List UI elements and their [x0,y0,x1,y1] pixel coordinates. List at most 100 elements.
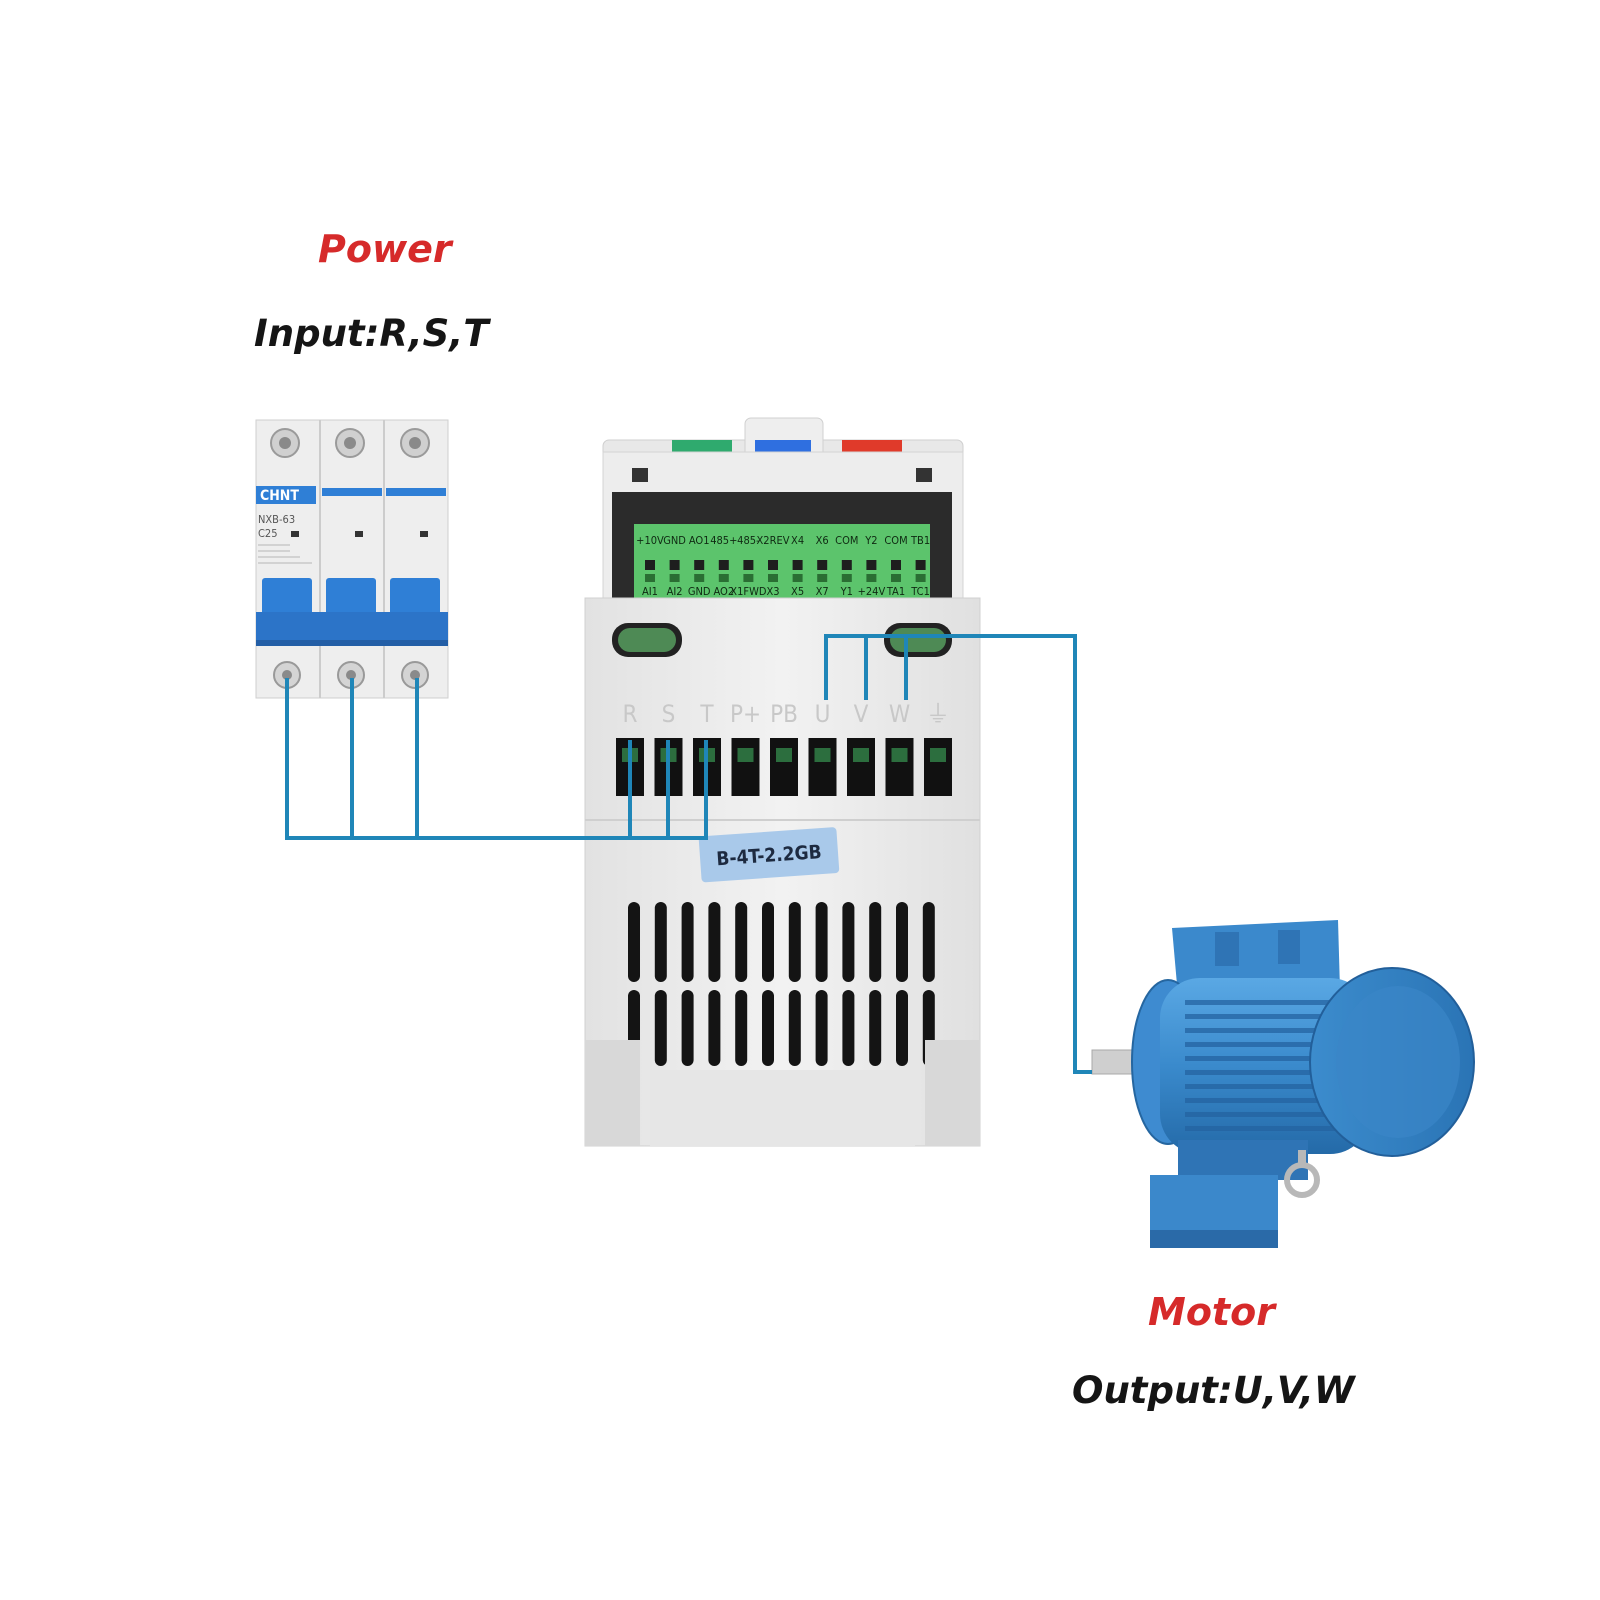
blue-key [755,440,811,452]
breaker-toggles [256,578,448,646]
breaker-bottom-screws [273,661,429,689]
control-terminal-label: X7 [816,585,829,598]
breaker-brand-plate [256,486,316,504]
power-terminal-label: V [854,700,869,728]
fin [1185,1028,1355,1033]
power-terminal-label: S [662,700,676,728]
wiring [285,634,1092,1074]
vent-slot [762,990,774,1066]
cooling-vents [628,902,935,1066]
breaker-rating: C25 [258,527,278,540]
breaker-brand: CHNT [260,488,299,504]
control-terminal-label: 485+ [710,534,737,547]
control-terminal-label: Y1 [840,585,853,598]
control-terminal-label: +24V [858,585,886,598]
fin [1185,1014,1355,1019]
control-terminal-label: GND [688,585,711,598]
vent-slot [654,990,667,1066]
vent-slot [654,902,667,982]
terminal-screw [891,748,908,762]
control-terminal-label: AI1 [642,585,658,598]
vent-slot [628,902,640,982]
power-terminal-label: T [699,700,714,728]
control-terminal-label: TC1 [910,585,930,598]
power-terminal-slot [924,738,952,796]
power-terminal-slot [847,738,875,796]
green-key [672,440,732,452]
wire-input-t [285,678,708,840]
control-terminal-label: X2REV [757,534,790,547]
motor-title: Motor [1148,1290,1275,1334]
control-terminal-label: TA1 [886,585,905,598]
red-key [842,440,902,452]
control-terminal-label: X4 [791,534,804,547]
circuit-breaker: CHNT NXB-63 C25 [255,419,449,699]
vent-slot [869,990,882,1066]
vent-slot [896,990,908,1066]
control-terminal-label: X3 [766,585,779,598]
vent-slot [788,990,801,1066]
control-terminal-label: X6 [816,534,829,547]
fin [1185,1084,1355,1089]
model-sticker: B-4T-2.2GB [698,827,840,883]
terminal-screw [930,748,946,762]
control-terminal-label: AO2 [713,585,734,598]
fin [1185,1070,1355,1075]
vent-slot [842,990,855,1066]
vent-slot [681,990,694,1066]
power-terminal-label: ⏚ [926,700,950,728]
power-terminal-label: PB [770,700,798,728]
power-terminal-block [616,738,952,796]
power-terminal-slot [731,738,760,796]
fin [1185,1056,1355,1061]
fin [1185,1098,1355,1103]
vent-slot [815,990,828,1066]
vent-slot [842,902,855,982]
vent-slot [815,902,828,982]
power-terminal-label: U [815,700,831,728]
terminal-screw [814,748,831,762]
terminal-screw [737,748,754,762]
vent-slot [788,902,801,982]
fin [1185,1126,1355,1131]
breaker-model: NXB-63 [258,513,295,526]
vent-slot [708,990,721,1066]
breaker-top-screws [270,428,430,458]
power-terminal-slot [885,738,914,796]
power-terminal-label: P+ [730,700,761,728]
wire-output [824,634,1092,1074]
vent-slot [735,902,748,982]
power-terminal-label: W [889,700,910,728]
control-terminal-label: X5 [791,585,804,598]
vent-slot [869,902,882,982]
vent-slot [922,902,935,982]
control-terminal-label: X1FWD [730,585,767,598]
fin [1185,1112,1355,1117]
power-terminal-label: R [623,700,638,728]
control-terminal-label: COM [835,534,858,547]
power-title: Power [318,227,452,271]
vent-slot [708,902,721,982]
vent-slot [735,990,748,1066]
control-terminal-label: AO1 [689,534,710,547]
power-input-label: Input:R,S,T [254,312,489,355]
fin [1185,1000,1355,1005]
electric-motor [1091,920,1475,1248]
fin [1185,1042,1355,1047]
control-terminal-label: 485- [737,534,760,547]
control-terminal-label: TB1 [910,534,930,547]
control-terminal-block [634,524,930,604]
control-terminal-label: Y2 [864,534,877,547]
cooling-fins [1185,1000,1355,1131]
motor-output-label: Output:U,V,W [1072,1369,1355,1412]
power-terminal-slot [770,738,798,796]
terminal-screw [776,748,792,762]
power-terminal-slot [808,738,837,796]
vent-slot [762,902,774,982]
control-terminal-label: +10V [636,534,664,547]
terminal-screw [853,748,869,762]
